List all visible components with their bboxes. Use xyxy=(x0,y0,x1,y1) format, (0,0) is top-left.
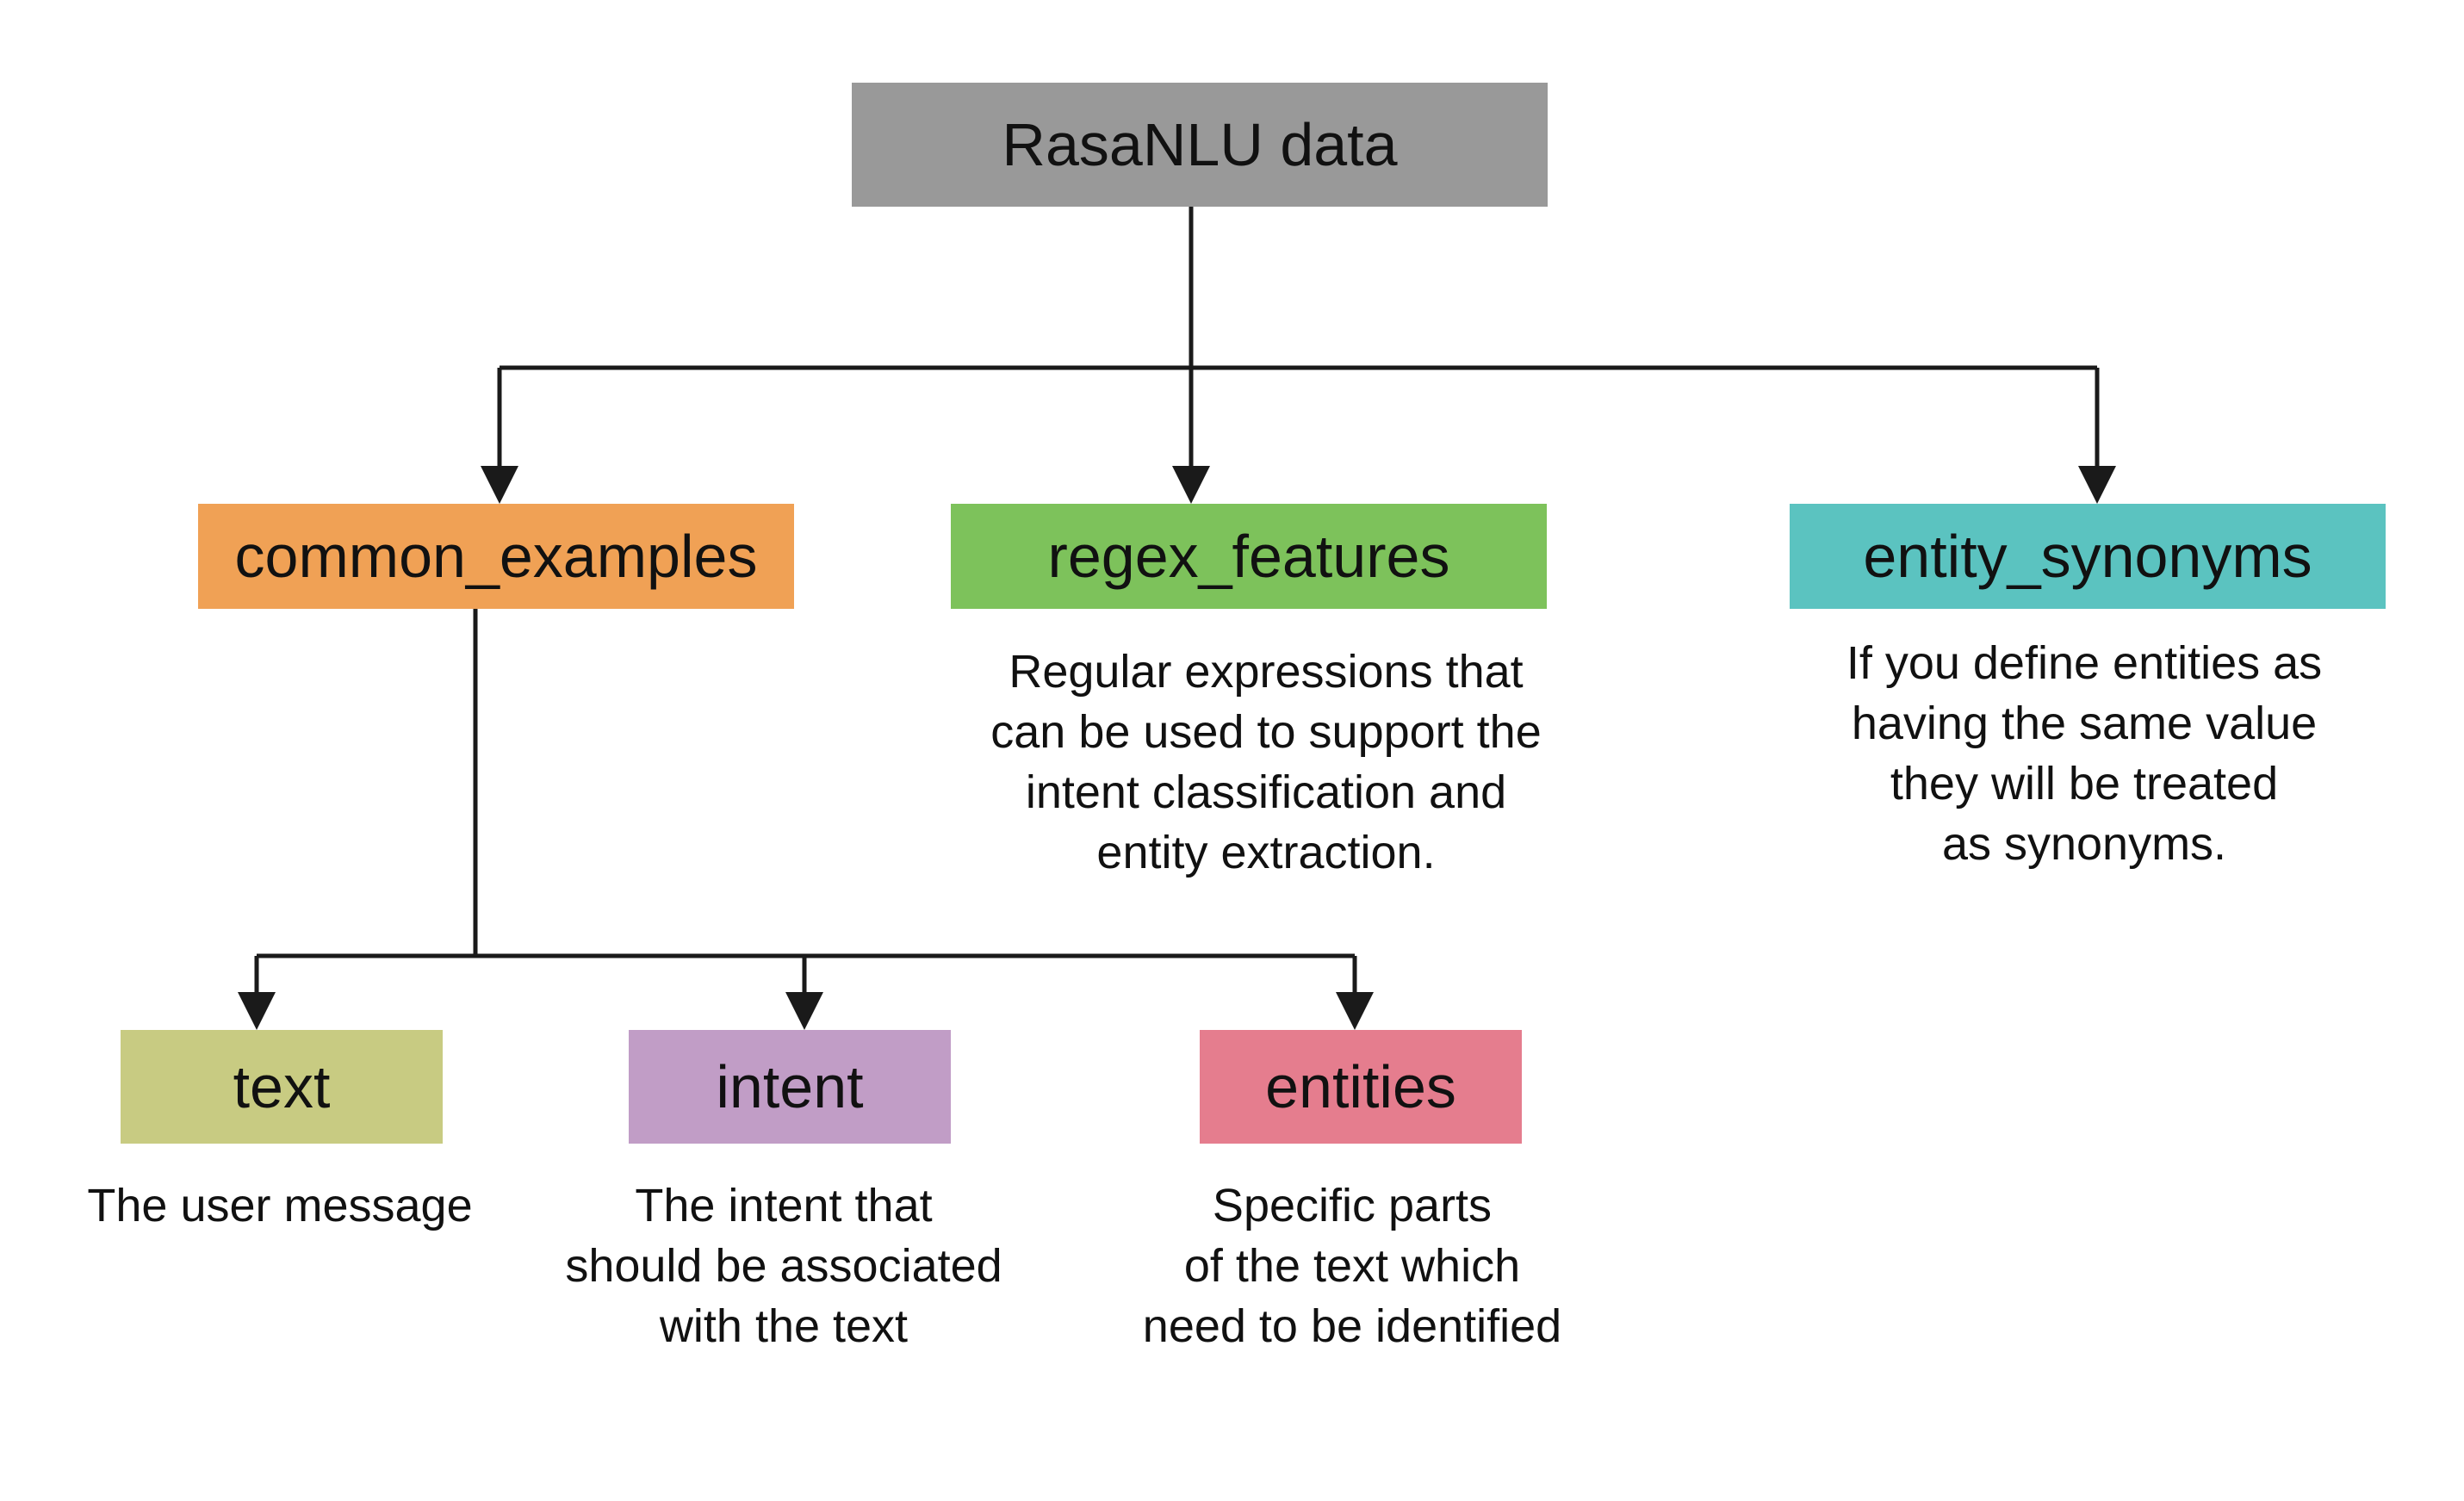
intent-description: The intent that should be associated wit… xyxy=(565,1180,1002,1352)
node-common-examples: common_examples xyxy=(198,504,794,609)
arrowhead-intent xyxy=(785,992,823,1030)
node-intent: intent xyxy=(629,1030,951,1144)
regex-features-label: regex_features xyxy=(1047,523,1450,590)
root-node-rasanlu-data: RasaNLU data xyxy=(852,83,1548,207)
node-text: text xyxy=(121,1030,443,1144)
entities-label: entities xyxy=(1265,1053,1456,1120)
entity-synonyms-description: If you define entities as having the sam… xyxy=(1846,637,2323,870)
entity-synonyms-label: entity_synonyms xyxy=(1863,523,2312,590)
node-entity-synonyms: entity_synonyms xyxy=(1790,504,2386,609)
regex-features-description: Regular expressions that can be used to … xyxy=(990,646,1542,878)
intent-label: intent xyxy=(716,1053,864,1120)
common-examples-label: common_examples xyxy=(234,523,758,590)
entities-description: Specific parts of the text which need to… xyxy=(1142,1180,1562,1352)
arrowhead-common_examples xyxy=(481,466,518,504)
arrowhead-entity_synonyms xyxy=(2078,466,2116,504)
text-description: The user message xyxy=(87,1180,473,1231)
arrowhead-text xyxy=(238,992,276,1030)
arrowhead-entities xyxy=(1336,992,1374,1030)
root-node-label: RasaNLU data xyxy=(1002,111,1398,178)
node-regex-features: regex_features xyxy=(951,504,1547,609)
node-entities: entities xyxy=(1200,1030,1522,1144)
text-label: text xyxy=(233,1053,331,1120)
arrowhead-regex_features xyxy=(1172,466,1210,504)
